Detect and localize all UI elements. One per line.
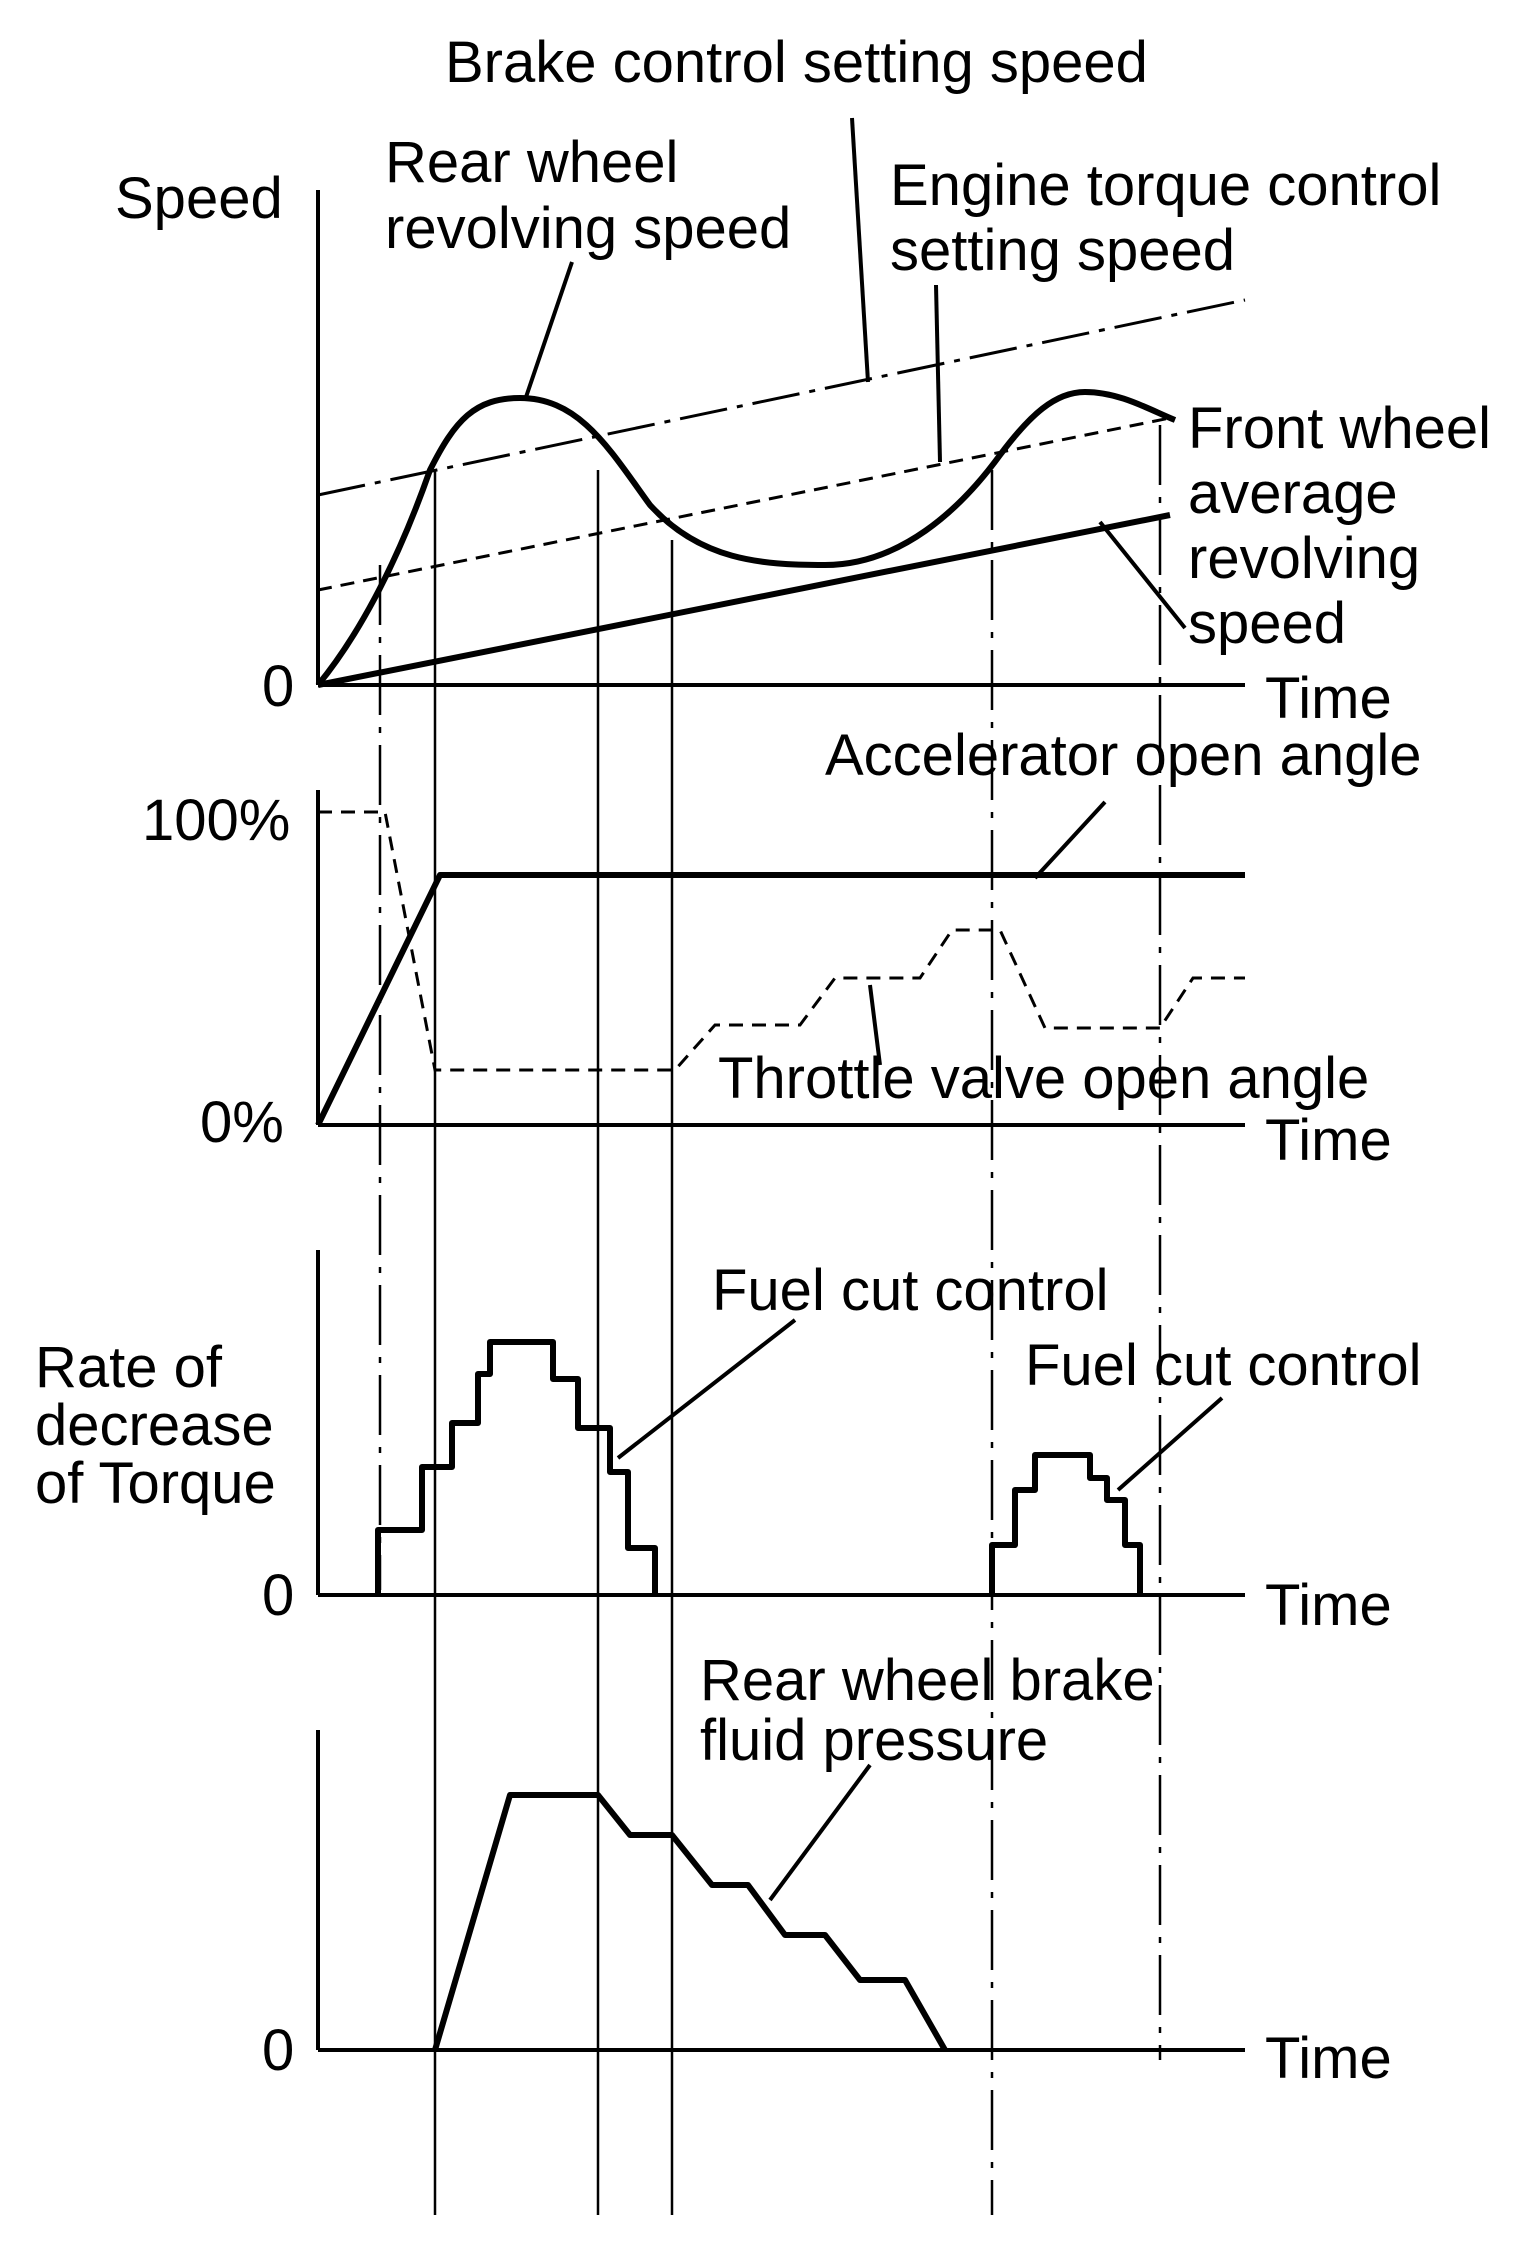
engine-torque-leader [934,284,942,463]
speed-panel: Speed 0 Time Brake control setting speed… [115,30,1491,731]
brake-origin-label: 0 [262,2018,294,2083]
brake-time-label: Time [1265,2026,1392,2091]
fuel-cut-control-staircase-1 [375,1339,658,1595]
fuel-cut-control-label-2: Fuel cut control [1025,1333,1422,1398]
brake-control-leader [850,117,870,383]
timing-guides [378,425,1162,2215]
accelerator-open-angle-label: Accelerator open angle [825,723,1422,788]
throttle-leader [868,984,882,1066]
angle-100-label: 100% [142,788,290,853]
torque-axis-label-line2: decrease [35,1393,274,1458]
front-wheel-label-line4: speed [1188,591,1346,656]
speed-axis-label: Speed [115,166,283,231]
torque-decrease-panel: Rate of decrease of Torque 0 Time Fuel c… [35,1250,1422,1638]
engine-torque-label-line1: Engine torque control [890,153,1441,218]
brake-pressure-label-line2: fluid pressure [700,1708,1048,1773]
front-wheel-label-line2: average [1188,461,1398,526]
speed-origin-label: 0 [262,654,294,719]
torque-axis-label-line3: of Torque [35,1451,276,1516]
brake-pressure-label-line1: Rear wheel brake [700,1648,1155,1713]
engine-torque-label-line2: setting speed [890,218,1235,283]
accelerator-leader [1033,800,1107,880]
front-wheel-label-line1: Front wheel [1188,396,1491,461]
front-wheel-average-speed-line [317,512,1171,688]
brake-pressure-panel: 0 Time Rear wheel brake fluid pressure [262,1648,1392,2091]
engine-torque-setting-speed-line [317,416,1171,592]
fuel-cut-control-staircase-2 [989,1452,1143,1595]
brake-control-setting-speed-line [317,298,1246,497]
throttle-valve-open-angle-label: Throttle valve open angle [718,1046,1369,1111]
rear-wheel-brake-fluid-pressure-line [432,1792,948,2052]
brake-pressure-leader [768,1763,872,1902]
brake-control-setting-speed-label: Brake control setting speed [445,30,1148,95]
fuel-cut-control-label-1: Fuel cut control [712,1258,1109,1323]
throttle-valve-open-angle-line [318,810,1245,1072]
accelerator-open-angle-line [315,872,1245,1127]
torque-axis-label-line1: Rate of [35,1335,223,1400]
fuel-cut-leader-2 [1116,1396,1224,1492]
angle-time-label: Time [1265,1108,1392,1173]
front-wheel-leader [1098,520,1187,630]
rear-wheel-leader [523,261,574,401]
front-wheel-label-line3: revolving [1188,526,1420,591]
rear-wheel-revolving-speed-curve [315,389,1177,687]
rear-wheel-label-line2: revolving speed [385,196,791,261]
speed-time-label: Time [1265,666,1392,731]
torque-origin-label: 0 [262,1563,294,1628]
rear-wheel-label-line1: Rear wheel [385,130,678,195]
angle-0-label: 0% [200,1090,284,1155]
torque-time-label: Time [1265,1573,1392,1638]
open-angle-panel: 100% 0% Time Accelerator open angle Thro… [142,723,1422,1173]
fuel-cut-leader-1 [616,1318,797,1460]
